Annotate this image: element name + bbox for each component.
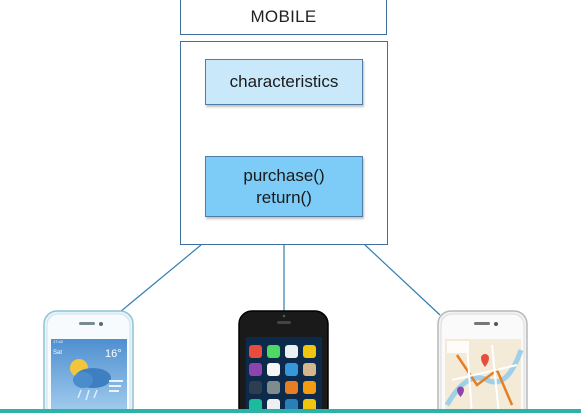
- attributes-box: characteristics: [205, 59, 363, 105]
- connector-right: [364, 244, 441, 316]
- phone-weather: 17:42 Sat 16°: [43, 310, 134, 413]
- class-name: MOBILE: [250, 6, 317, 26]
- app-icons-grid: [249, 345, 316, 412]
- weather-temperature: 16°: [105, 348, 122, 360]
- class-name-box: MOBILE: [180, 0, 387, 35]
- class-body-box: characteristics purchase() return(): [180, 41, 388, 245]
- status-time: 17:42: [53, 339, 64, 344]
- connector-left: [119, 244, 202, 313]
- phone-home-screen: [238, 310, 329, 413]
- operations-box: purchase() return(): [205, 156, 363, 217]
- bottom-accent-bar: [0, 409, 581, 413]
- phone-map: [437, 310, 528, 413]
- rain-cloud-icon: [70, 359, 111, 401]
- operation-return: return(): [256, 187, 312, 207]
- operation-purchase: purchase(): [243, 165, 325, 185]
- attributes-label: characteristics: [229, 72, 339, 91]
- weather-day: Sat: [53, 350, 62, 356]
- map-icon: [444, 341, 524, 413]
